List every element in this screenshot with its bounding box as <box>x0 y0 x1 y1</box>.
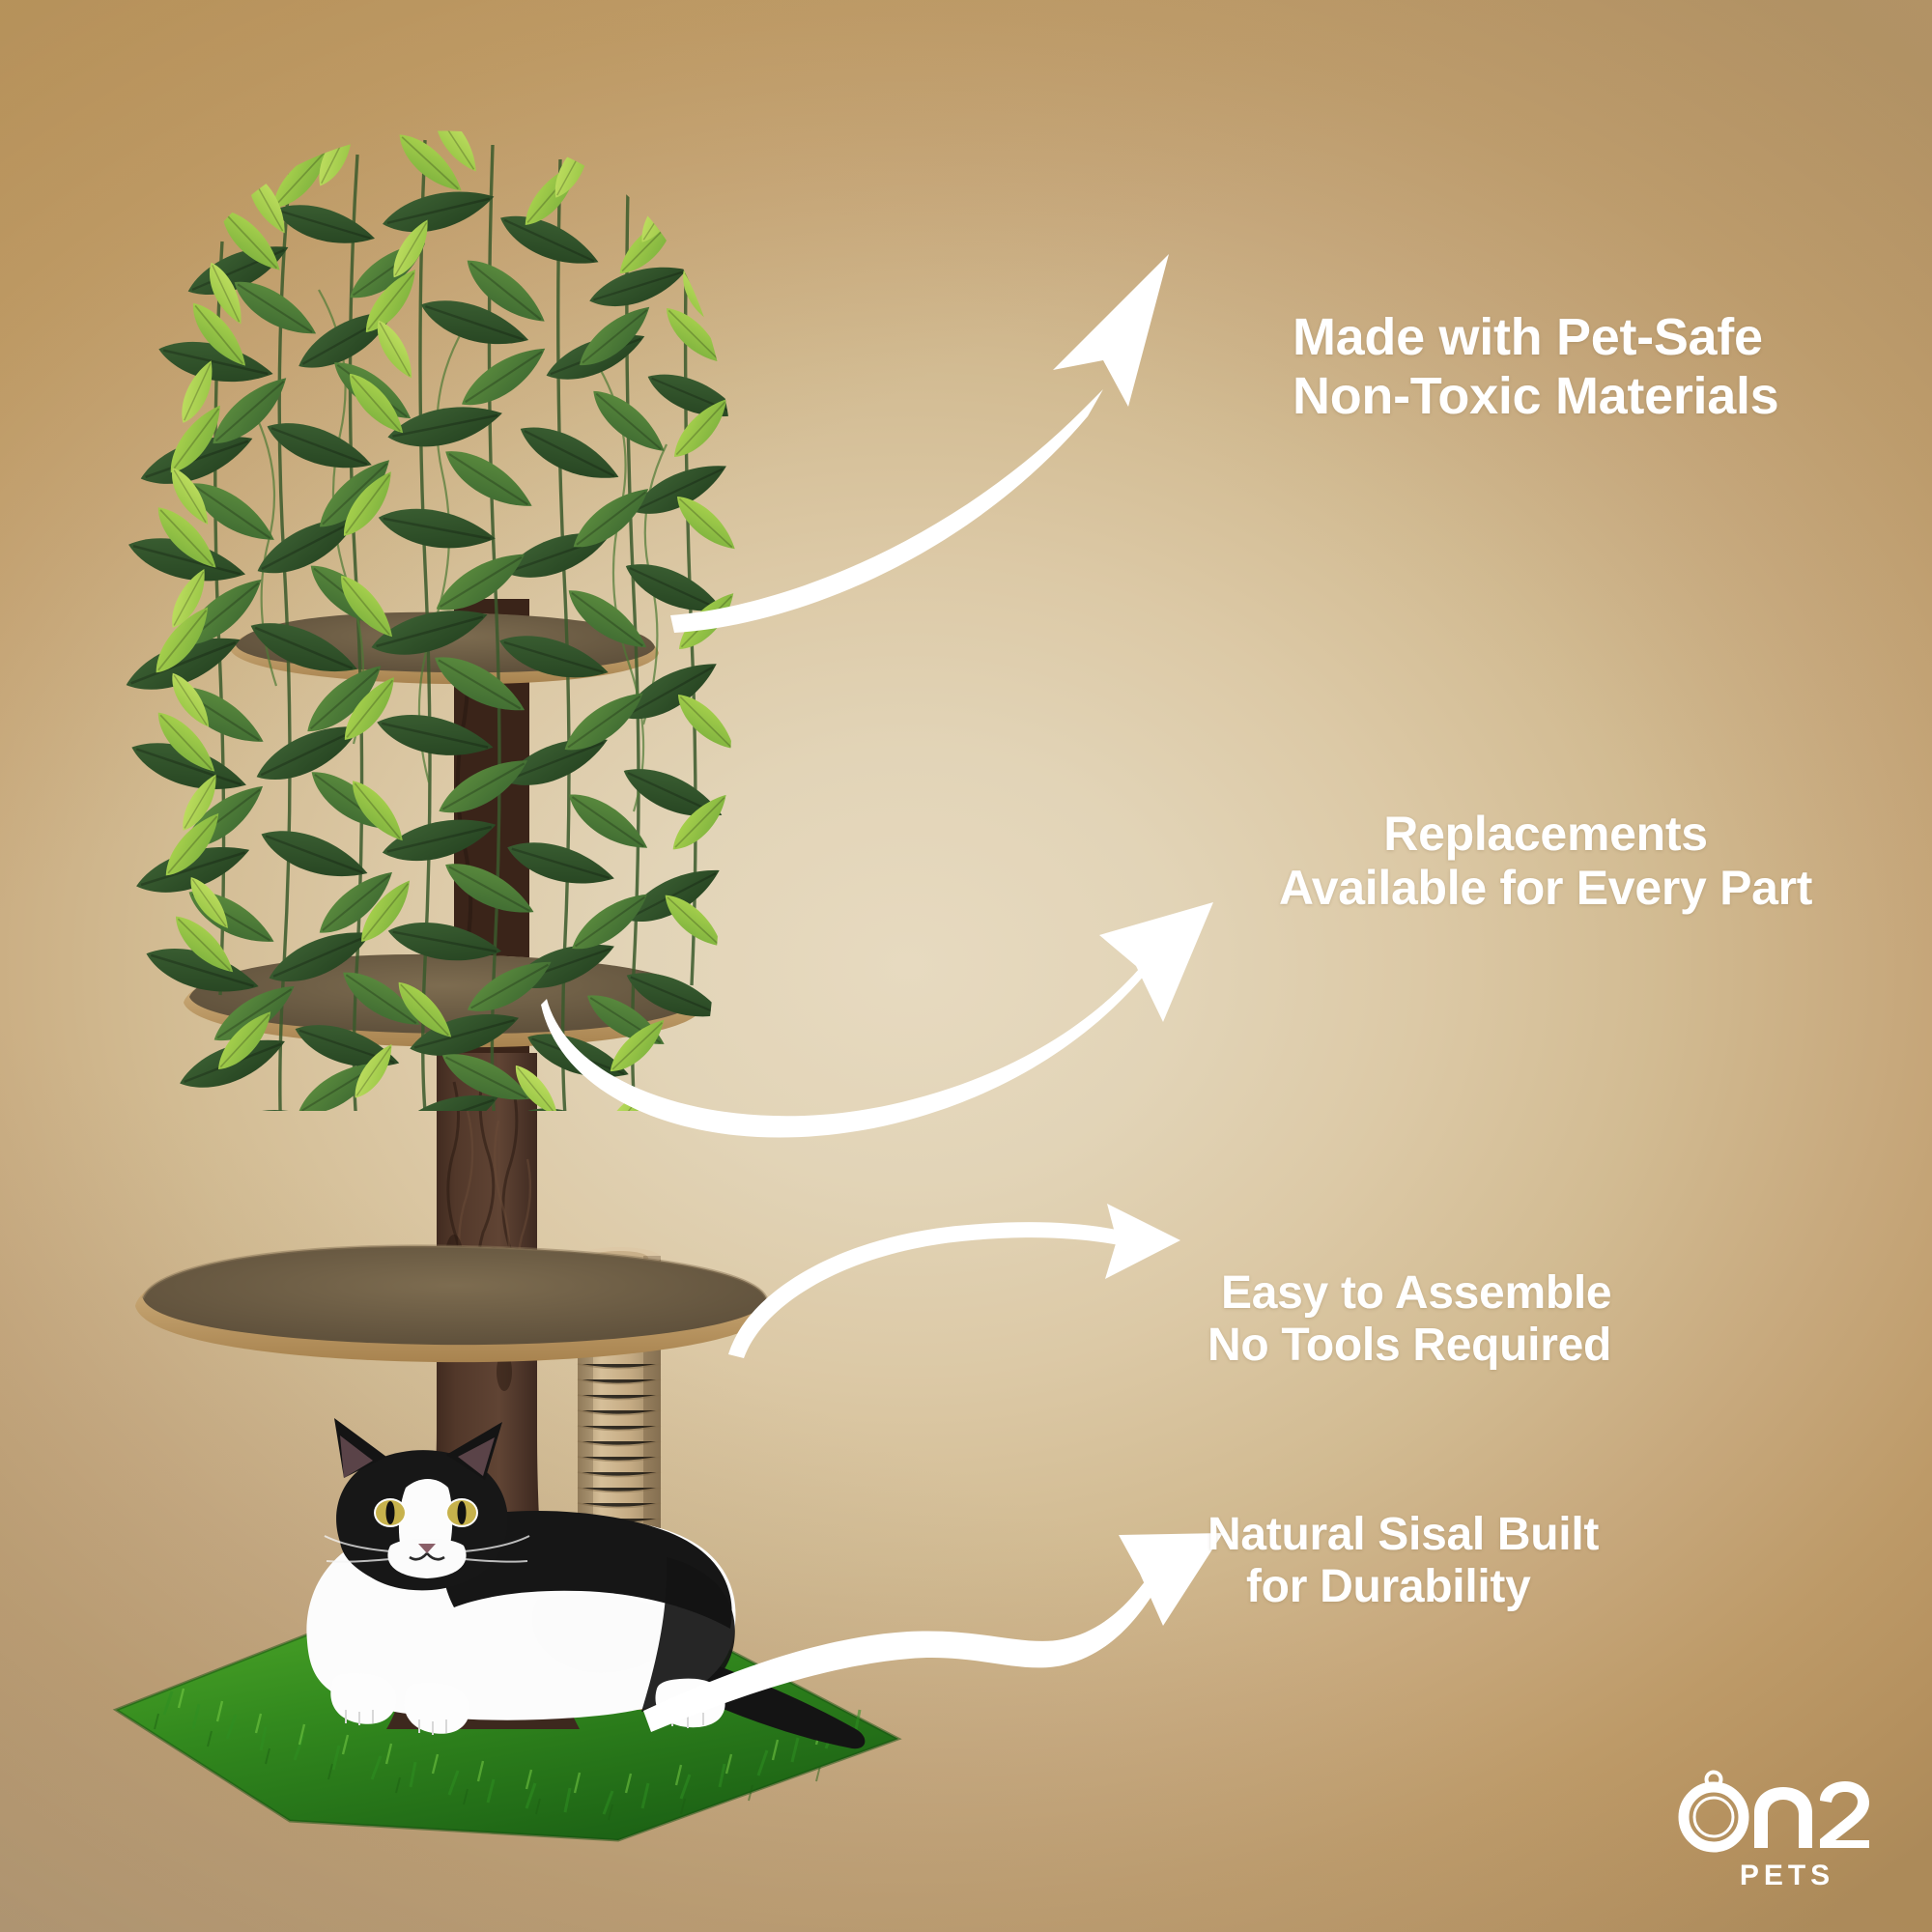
callout-replacements-line2: Available for Every Part <box>1278 861 1813 915</box>
cat-tree-product-image <box>112 130 902 1842</box>
logo-letter-n <box>1754 1787 1812 1848</box>
callout-replacements-line1: Replacements <box>1383 806 1708 861</box>
callout-easy-assemble-line1: Easy to Assemble <box>1221 1267 1612 1320</box>
callout-sisal-durability: Natural Sisal Built for Durability <box>1208 1457 1599 1666</box>
callout-replacements: Replacements Available for Every Part <box>1246 752 1845 970</box>
pet-id-tag-icon <box>1678 1770 1749 1853</box>
on2-pets-logo: PETS <box>1669 1766 1872 1891</box>
callout-pet-safe: Made with Pet-Safe Non-Toxic Materials <box>1293 249 1779 485</box>
callout-easy-assemble: Easy to Assemble No Tools Required <box>1208 1215 1612 1425</box>
bottom-shelf <box>135 1244 773 1363</box>
callout-sisal-durability-line1: Natural Sisal Built <box>1208 1509 1600 1561</box>
callout-easy-assemble-line2: No Tools Required <box>1208 1320 1612 1372</box>
logo-letter-2 <box>1820 1781 1869 1848</box>
callout-pet-safe-line1: Made with Pet-Safe <box>1293 308 1763 367</box>
logo-pets-text: PETS <box>1740 1860 1834 1891</box>
callout-pet-safe-line2: Non-Toxic Materials <box>1293 367 1779 426</box>
callout-sisal-durability-line2: for Durability <box>1246 1561 1531 1613</box>
